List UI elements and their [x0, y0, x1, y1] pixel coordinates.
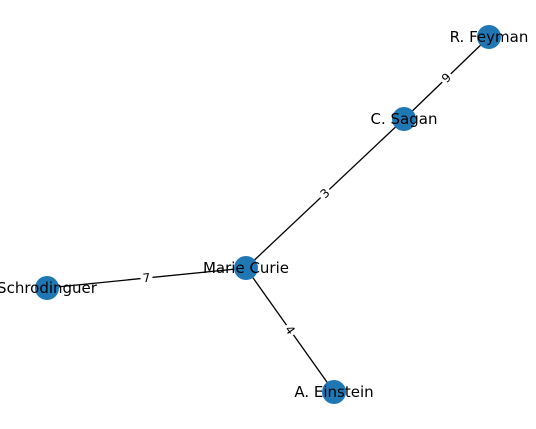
edge-weight-label: 3: [315, 183, 335, 204]
node-label-sagan: C. Sagan: [371, 110, 438, 128]
node-label-curie: Marie Curie: [203, 259, 289, 277]
nodes-layer: [35, 25, 501, 404]
edge-weight-text: 7: [142, 271, 151, 286]
node-label-feyman: R. Feyman: [450, 28, 529, 46]
edge-weight-label: 9: [436, 68, 457, 88]
edge-weight-label-background: [280, 320, 300, 340]
node-label-einstein: A. Einstein: [294, 383, 373, 401]
node-feyman: [477, 25, 501, 49]
edges-layer: [46, 36, 490, 393]
node-sagan: [392, 107, 416, 131]
node-einstein: [322, 380, 346, 404]
node-label-schrodinguer: Schrodinguer: [0, 279, 98, 297]
edge-weight-label-background: [139, 269, 154, 287]
node-curie: [234, 256, 258, 280]
edge-weight-label: 4: [280, 320, 300, 340]
node-schrodinguer: [35, 276, 59, 300]
edge-weight-label: 7: [139, 269, 154, 287]
edge-weight-label-background: [315, 183, 335, 204]
edge-weight-label-background: [436, 68, 457, 88]
edge-labels-layer: 9 3 7 4: [139, 68, 457, 340]
